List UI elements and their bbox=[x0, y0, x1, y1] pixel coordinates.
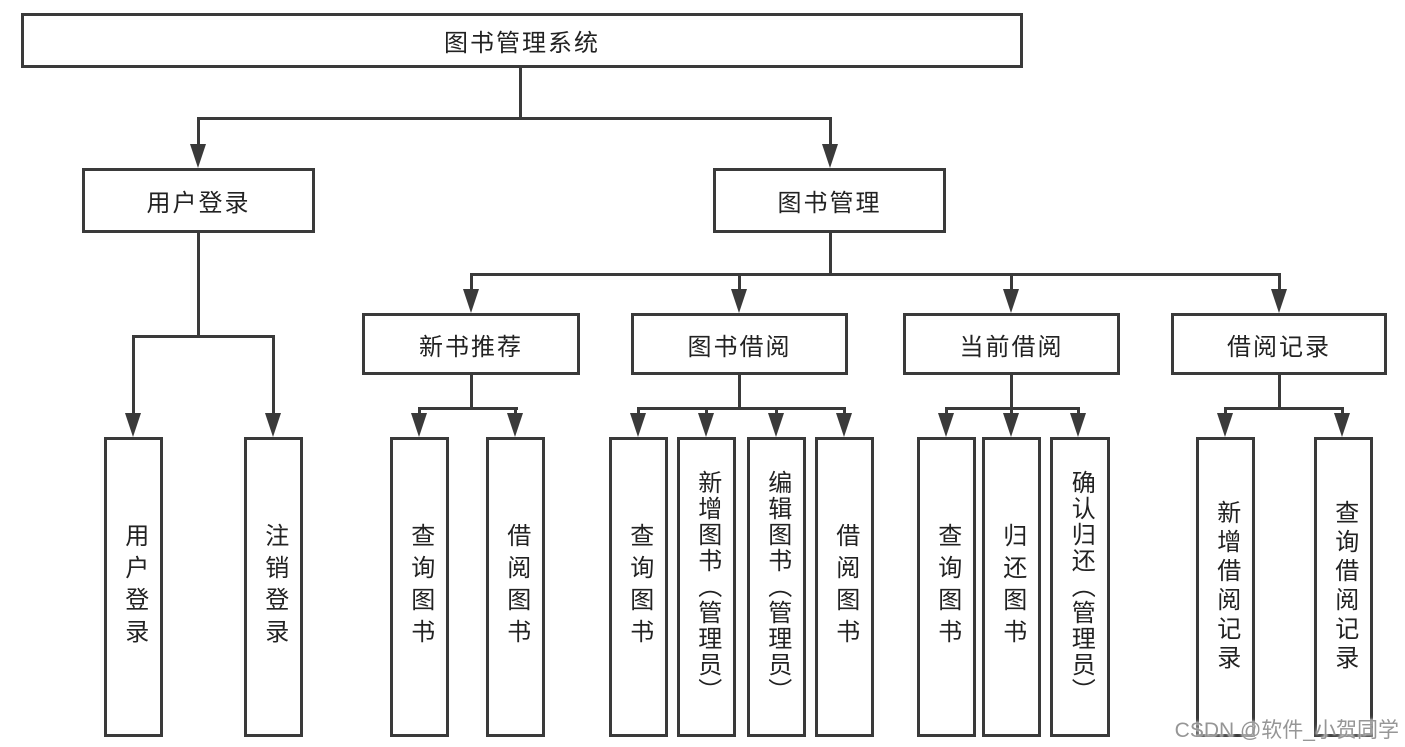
arrowhead-down-icon bbox=[731, 289, 747, 313]
connector-borrow-records-bus bbox=[1224, 407, 1344, 410]
leaf-bb-query-books: 查询图书 bbox=[609, 437, 668, 737]
arrowhead-down-icon bbox=[768, 413, 784, 437]
arrowhead-down-icon bbox=[1003, 289, 1019, 313]
leaf-cb-query-books-label: 查询图书 bbox=[933, 523, 961, 651]
connector-drop-leaf bbox=[945, 407, 948, 415]
connector-borrow-records-stem bbox=[1278, 375, 1281, 407]
node-root-label: 图书管理系统 bbox=[444, 30, 600, 57]
leaf-br-query-record: 查询借阅记录 bbox=[1314, 437, 1373, 737]
node-book-borrow: 图书借阅 bbox=[631, 313, 848, 375]
watermark: CSDN @软件_小贺同学 bbox=[1174, 719, 1399, 742]
leaf-nb-query-books-label: 查询图书 bbox=[406, 523, 434, 651]
connector-root-stem bbox=[519, 68, 522, 117]
leaf-nb-query-books: 查询图书 bbox=[390, 437, 449, 737]
connector-user-login-bus bbox=[132, 335, 275, 338]
connector-drop-user-login bbox=[197, 117, 200, 146]
node-borrow-records-label: 借阅记录 bbox=[1227, 333, 1331, 361]
arrowhead-down-icon bbox=[822, 144, 838, 168]
arrowhead-down-icon bbox=[190, 144, 206, 168]
connector-drop-leaf bbox=[705, 407, 708, 415]
node-new-book-recommend-label: 新书推荐 bbox=[419, 333, 523, 361]
node-book-management-label: 图书管理 bbox=[777, 190, 882, 217]
connector-drop-leaf bbox=[1010, 407, 1013, 415]
connector-new-book-stem bbox=[470, 375, 473, 407]
connector-drop-book-management bbox=[829, 117, 832, 146]
node-book-borrow-label: 图书借阅 bbox=[687, 333, 792, 361]
connector-drop-level3 bbox=[738, 273, 741, 289]
connector-drop-leaf bbox=[418, 407, 421, 415]
connector-level2-bus bbox=[197, 117, 832, 120]
leaf-bb-borrow-books: 借阅图书 bbox=[815, 437, 874, 737]
leaf-cb-return-books-label: 归还图书 bbox=[998, 523, 1026, 651]
arrowhead-down-icon bbox=[265, 413, 281, 437]
connector-book-management-stem bbox=[829, 233, 832, 273]
leaf-bb-add-books: 新增图书（管理员） bbox=[677, 437, 736, 737]
node-new-book-recommend: 新书推荐 bbox=[362, 313, 580, 375]
leaf-logout: 注销登录 bbox=[244, 437, 303, 737]
leaf-cb-return-books: 归还图书 bbox=[982, 437, 1041, 737]
arrowhead-down-icon bbox=[1070, 413, 1086, 437]
leaf-logout-label: 注销登录 bbox=[260, 523, 288, 651]
connector-drop-leaf bbox=[843, 407, 846, 415]
leaf-bb-borrow-books-label: 借阅图书 bbox=[831, 523, 859, 651]
leaf-user-login-label: 用户登录 bbox=[120, 523, 148, 651]
arrowhead-down-icon bbox=[1334, 413, 1350, 437]
arrowhead-down-icon bbox=[1271, 289, 1287, 313]
connector-user-login-stem bbox=[197, 233, 200, 335]
leaf-bb-edit-books-label: 编辑图书（管理员） bbox=[763, 470, 791, 704]
arrowhead-down-icon bbox=[836, 413, 852, 437]
connector-drop-level3 bbox=[1278, 273, 1281, 289]
connector-current-borrow-stem bbox=[1010, 375, 1013, 407]
arrowhead-down-icon bbox=[507, 413, 523, 437]
connector-drop-leaf bbox=[514, 407, 517, 415]
leaf-user-login: 用户登录 bbox=[104, 437, 163, 737]
leaf-cb-confirm-return: 确认归还（管理员） bbox=[1050, 437, 1110, 737]
node-current-borrow-label: 当前借阅 bbox=[959, 333, 1064, 361]
node-user-login: 用户登录 bbox=[82, 168, 315, 233]
leaf-cb-query-books: 查询图书 bbox=[917, 437, 976, 737]
connector-drop-leaf bbox=[132, 335, 135, 413]
arrowhead-down-icon bbox=[125, 413, 141, 437]
leaf-bb-query-books-label: 查询图书 bbox=[625, 523, 653, 651]
arrowhead-down-icon bbox=[1003, 413, 1019, 437]
leaf-bb-add-books-label: 新增图书（管理员） bbox=[693, 470, 721, 704]
arrowhead-down-icon bbox=[1217, 413, 1233, 437]
leaf-nb-borrow-books: 借阅图书 bbox=[486, 437, 545, 737]
arrowhead-down-icon bbox=[698, 413, 714, 437]
node-borrow-records: 借阅记录 bbox=[1171, 313, 1387, 375]
leaf-br-add-record: 新增借阅记录 bbox=[1196, 437, 1255, 737]
connector-drop-leaf bbox=[1224, 407, 1227, 415]
leaf-cb-confirm-return-label: 确认归还（管理员） bbox=[1067, 470, 1095, 704]
node-book-management: 图书管理 bbox=[713, 168, 946, 233]
arrowhead-down-icon bbox=[630, 413, 646, 437]
arrowhead-down-icon bbox=[463, 289, 479, 313]
connector-drop-leaf bbox=[1077, 407, 1080, 415]
connector-book-borrow-bus bbox=[637, 407, 846, 410]
node-root: 图书管理系统 bbox=[21, 13, 1023, 68]
leaf-br-add-record-label: 新增借阅记录 bbox=[1212, 500, 1240, 674]
node-user-login-label: 用户登录 bbox=[146, 190, 251, 217]
connector-drop-leaf bbox=[1341, 407, 1344, 415]
connector-drop-level3 bbox=[470, 273, 473, 289]
leaf-bb-edit-books: 编辑图书（管理员） bbox=[747, 437, 806, 737]
connector-drop-leaf bbox=[637, 407, 640, 415]
connector-book-borrow-stem bbox=[738, 375, 741, 407]
arrowhead-down-icon bbox=[411, 413, 427, 437]
connector-new-book-bus bbox=[418, 407, 518, 410]
leaf-nb-borrow-books-label: 借阅图书 bbox=[502, 523, 530, 651]
connector-level3-bus bbox=[470, 273, 1281, 276]
node-current-borrow: 当前借阅 bbox=[903, 313, 1120, 375]
connector-drop-leaf bbox=[775, 407, 778, 415]
connector-drop-level3 bbox=[1010, 273, 1013, 289]
leaf-br-query-record-label: 查询借阅记录 bbox=[1330, 500, 1358, 674]
connector-drop-leaf bbox=[272, 335, 275, 413]
arrowhead-down-icon bbox=[938, 413, 954, 437]
